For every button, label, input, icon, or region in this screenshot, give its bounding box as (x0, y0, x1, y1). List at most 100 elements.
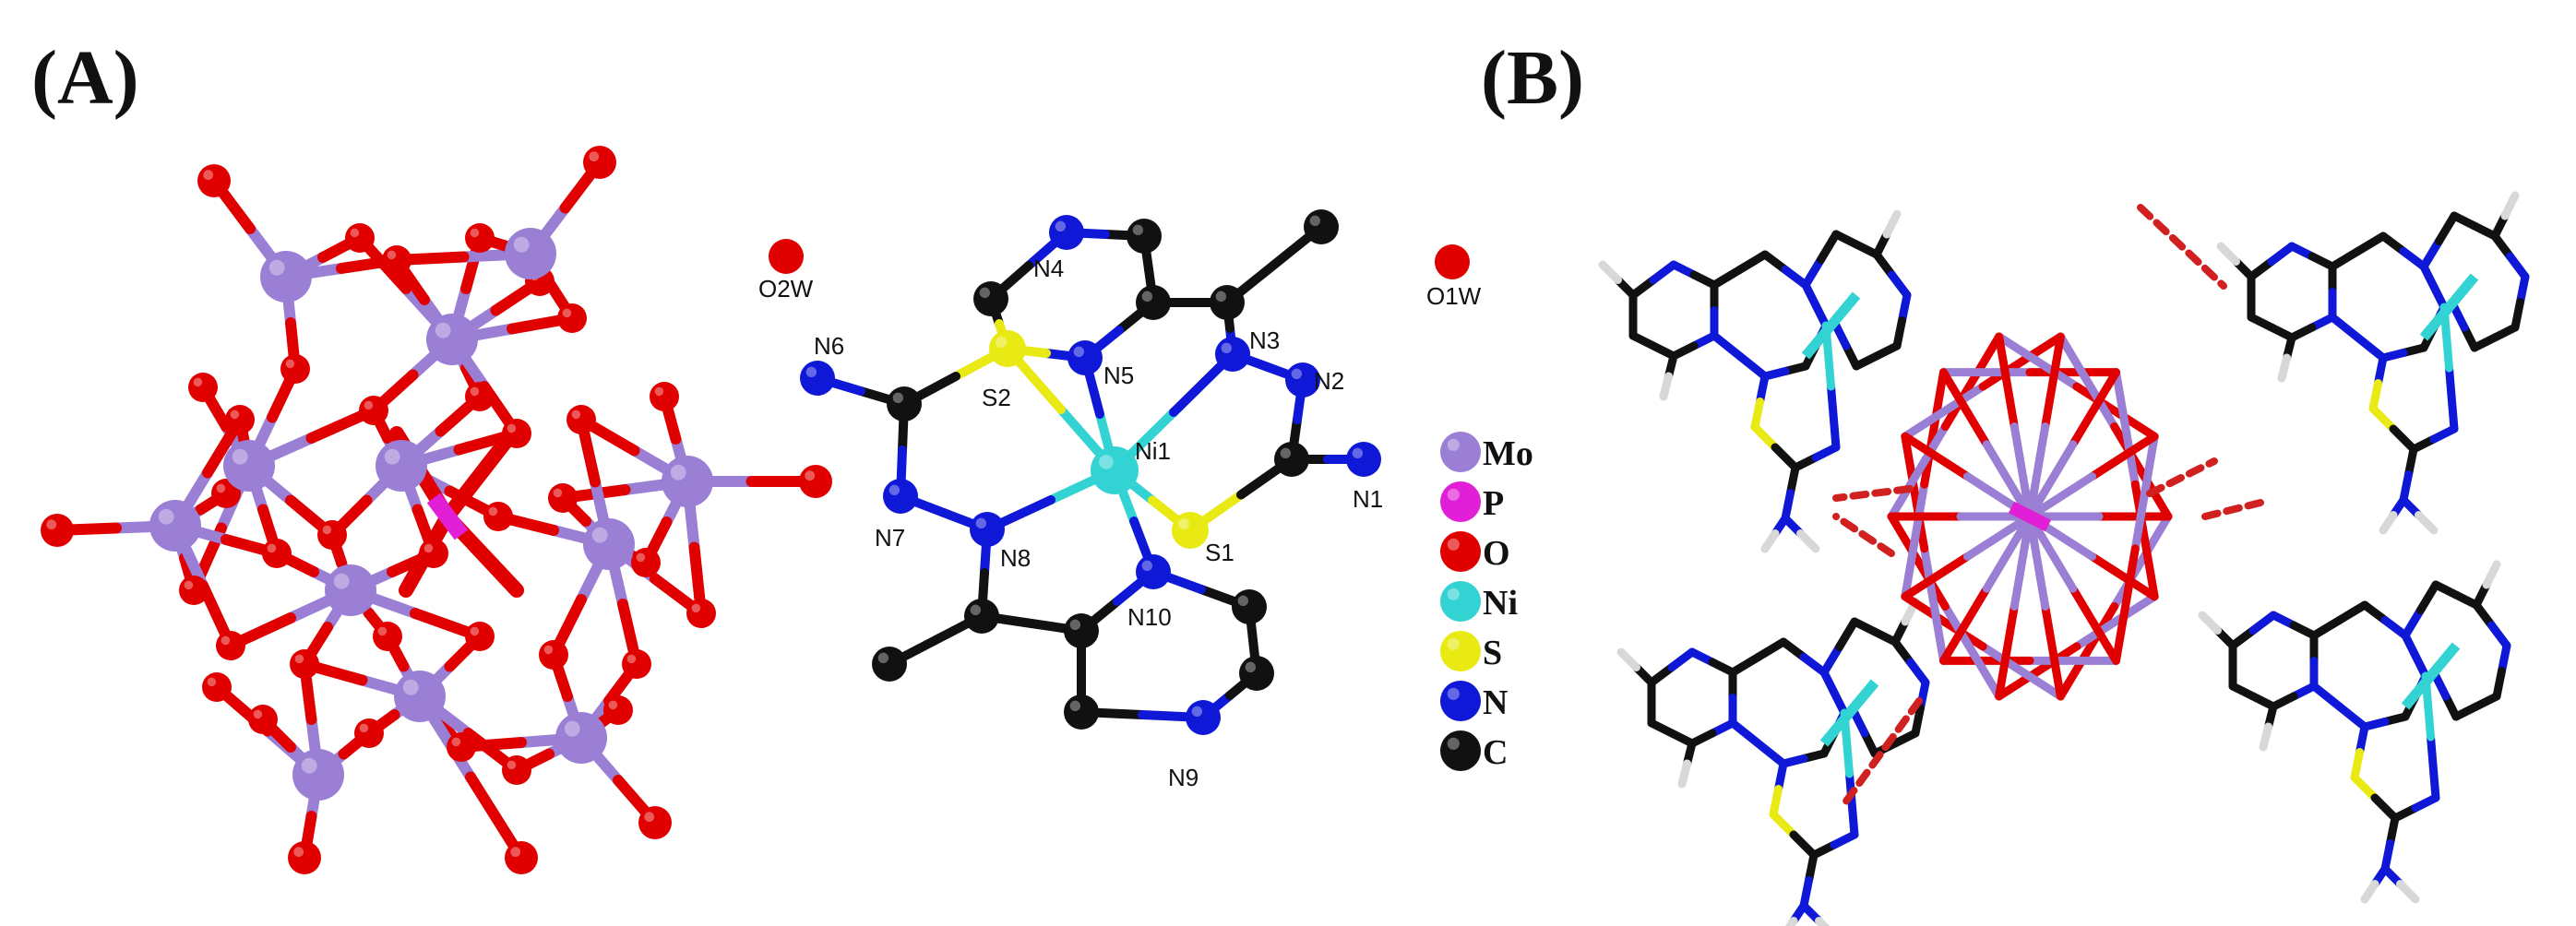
packing-bond (1962, 512, 2034, 561)
packing-bond (1799, 876, 1813, 910)
packing-bond (1995, 332, 2019, 432)
bridging-o-atom (539, 640, 568, 670)
hydrogen-bond (1842, 697, 1923, 806)
mo-atom-highlight (301, 757, 317, 774)
packing-bond (2112, 544, 2140, 665)
packing-bond (2010, 512, 2034, 611)
bridging-o-atom (202, 672, 232, 702)
packing-bond (1995, 601, 2019, 701)
n6-atom-highlight (805, 366, 817, 378)
packing-bond (1906, 658, 1930, 687)
mo-atom-highlight (232, 448, 248, 465)
o2w-label: O2W (758, 275, 814, 303)
c3-atom-highlight (1309, 215, 1321, 227)
packing-bond (1769, 785, 1783, 819)
terminal-o-atom (638, 806, 672, 839)
c9-atom (872, 647, 907, 682)
keggin-polyoxometalate-cluster (41, 146, 832, 874)
s2-atom (989, 330, 1026, 367)
bridging-o-atom-highlight (691, 603, 701, 613)
packing-bond (1920, 544, 1948, 665)
n8-atom-highlight (975, 517, 987, 529)
packing-bond (2415, 511, 2439, 535)
n3-label: N3 (1249, 326, 1280, 354)
mo-atom (376, 440, 427, 492)
ni1-atom-highlight (1099, 455, 1114, 469)
packing-bond (2056, 332, 2119, 432)
packing-ni-center (2401, 642, 2461, 710)
packing-bond (2379, 232, 2408, 255)
packing-bond (2309, 616, 2343, 640)
s2-label: S2 (982, 384, 1011, 411)
n9-atom-highlight (1191, 706, 1203, 718)
packing-bond (2368, 379, 2382, 413)
c2-atom (1210, 285, 1245, 320)
packing-bond (1995, 642, 2081, 701)
packing-bond (1760, 250, 1790, 274)
packing-bond (2368, 404, 2398, 433)
terminal-o-atom (197, 164, 231, 197)
bridging-o-atom (179, 576, 209, 605)
bridging-o-atom (345, 223, 375, 253)
c1-atom (1274, 442, 1309, 477)
bridging-o-atom-highlight (626, 654, 637, 664)
c6-atom-highlight (979, 287, 991, 299)
packing-bond (1647, 663, 1676, 687)
packing-bond (2510, 298, 2524, 332)
packing-bond (2354, 232, 2388, 255)
n1-atom-highlight (1352, 447, 1364, 459)
packing-bond (2445, 363, 2459, 433)
legend-label-ni: Ni (1483, 584, 1518, 623)
bridging-o-atom (248, 705, 278, 734)
bridging-o-atom-highlight (216, 483, 226, 493)
c7-atom (887, 386, 922, 421)
legend-swatch-c-highlight (1447, 737, 1460, 750)
terminal-o-atom-highlight (589, 151, 600, 162)
c2-atom-highlight (1215, 291, 1227, 303)
packing-bond (2350, 773, 2379, 802)
packing-bond (1774, 759, 1788, 793)
legend-label-c: C (1483, 733, 1508, 772)
packing-bond (1771, 443, 1800, 472)
legend-label-s: S (1483, 634, 1502, 672)
packing-bond (2110, 512, 2173, 611)
bridging-o-atom (686, 599, 716, 628)
packing-bond (1901, 432, 1929, 553)
legend-swatch-s (1440, 631, 1481, 671)
packing-bond (1938, 584, 1991, 665)
bridging-o-atom-highlight (608, 700, 618, 710)
legend-item-o: O (1440, 531, 1510, 573)
packing-bond (1827, 382, 1841, 452)
packing-bond (1898, 291, 1912, 325)
bridging-o-atom-highlight (470, 386, 480, 397)
packing-bond (1890, 637, 1914, 667)
bridging-o-atom (290, 649, 319, 679)
bridging-o-atom-highlight (543, 645, 554, 655)
s2-atom-highlight (996, 337, 1007, 348)
packing-bond (2228, 626, 2258, 650)
packing-bond (2198, 611, 2222, 635)
legend-swatch-n-highlight (1447, 687, 1460, 700)
mo-atom-highlight (402, 679, 419, 695)
mo-atom (505, 228, 556, 279)
packing-bond (2069, 584, 2121, 665)
n1-atom (1346, 442, 1381, 477)
packing-bond (1710, 266, 1744, 290)
packing-bond (1616, 647, 1640, 671)
mo-atom (555, 712, 607, 764)
packing-bond (1901, 552, 1972, 601)
legend-swatch-n (1440, 681, 1481, 721)
packing-bond (1982, 440, 2034, 521)
s1-atom-highlight (1178, 518, 1189, 529)
packing-bond (2355, 722, 2369, 756)
bridging-o-atom-highlight (636, 552, 646, 563)
n4-atom (1049, 215, 1084, 250)
bridging-o-atom-highlight (230, 410, 240, 420)
legend-item-c: C (1440, 730, 1508, 772)
packing-bond (2025, 422, 2050, 521)
packing-bond (1735, 250, 1770, 274)
n2-label: N2 (1314, 367, 1344, 395)
packing-bond (1835, 617, 1859, 651)
c5-atom-highlight (1132, 224, 1144, 236)
packing-bond (1756, 372, 1770, 406)
